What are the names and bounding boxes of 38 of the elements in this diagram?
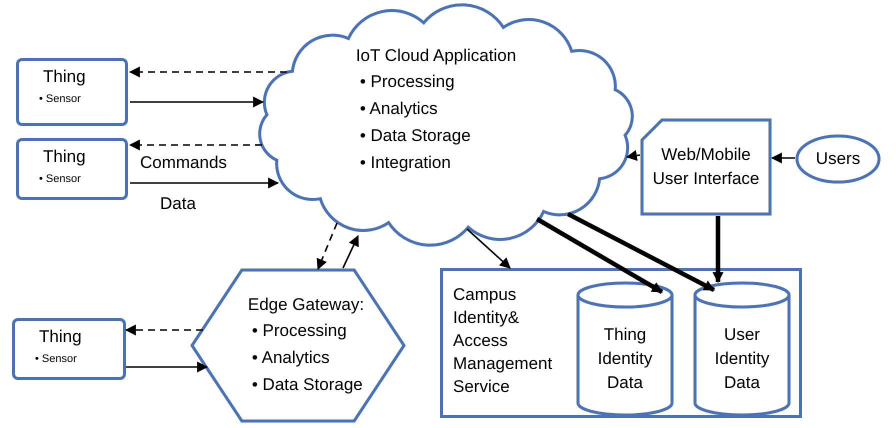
list-item: • Sensor (39, 92, 81, 107)
dashed-arrow (128, 140, 262, 150)
list-item: • Data Storage (360, 125, 471, 147)
list-item: • Processing (252, 320, 347, 342)
node-title: Edge Gateway: (248, 294, 364, 316)
thing-box (12, 318, 126, 380)
arrow (342, 235, 359, 268)
dashed-arrow (128, 66, 287, 78)
arrow (626, 150, 640, 161)
node-label: User Identity Data (714, 324, 770, 394)
node-label: Thing Identity Data (596, 324, 654, 394)
service-box (440, 268, 802, 418)
node-label: Web/Mobile User Interface (652, 144, 760, 190)
list-item: • Analytics (360, 98, 438, 120)
list-item: • Integration (360, 152, 451, 174)
node-title: Thing (39, 326, 82, 348)
node-title: Thing (43, 146, 86, 168)
node-title: Thing (43, 66, 86, 88)
node-label: Campus Identity& Access Management Service (453, 284, 554, 398)
arrow (712, 216, 724, 284)
arrow (566, 212, 716, 292)
list-item: • Sensor (39, 172, 81, 187)
node-label: Users (816, 148, 860, 170)
dashed-arrow (316, 222, 338, 270)
arrow (536, 217, 664, 294)
dashed-arrow (124, 324, 203, 336)
thing-box (16, 138, 128, 200)
arrow (130, 178, 280, 188)
arrow (126, 362, 208, 372)
list-item: • Sensor (35, 352, 77, 367)
arrow (770, 152, 795, 164)
list-item: • Data Storage (252, 374, 363, 396)
list-item: • Analytics (252, 347, 330, 369)
arrow (466, 228, 511, 269)
node-title: IoT Cloud Application (356, 45, 516, 67)
arrow (130, 96, 264, 108)
list-item: • Processing (360, 71, 455, 93)
thing-box (16, 58, 128, 126)
